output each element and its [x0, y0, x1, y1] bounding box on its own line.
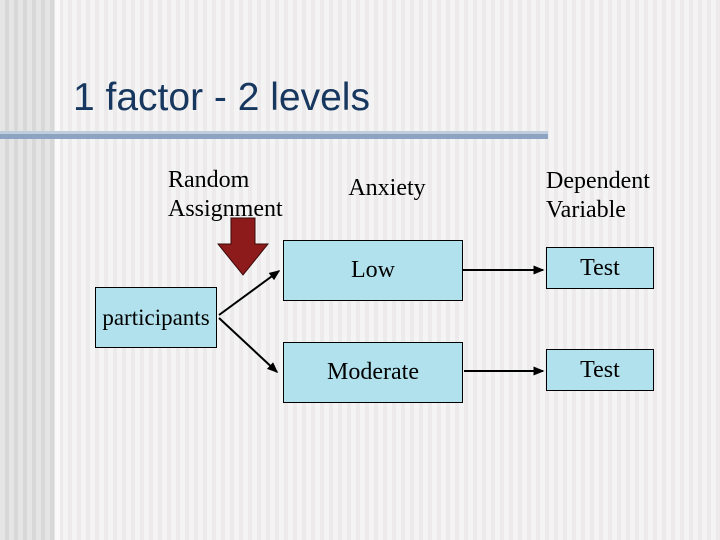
box-test-bottom: Test	[546, 349, 654, 391]
connector-participants-to-low	[218, 270, 281, 316]
label-anxiety: Anxiety	[348, 175, 426, 201]
connector-participants-to-moderate	[218, 317, 279, 374]
left-margin-stripe	[0, 0, 60, 540]
box-test-bottom-label: Test	[580, 356, 620, 383]
page-title: 1 factor - 2 levels	[73, 76, 370, 119]
box-participants-label: participants	[102, 304, 210, 330]
box-test-top-label: Test	[580, 254, 620, 281]
title-underline-rule	[0, 131, 548, 139]
box-moderate-label: Moderate	[327, 359, 419, 385]
box-test-top: Test	[546, 247, 654, 289]
box-low-label: Low	[351, 257, 395, 283]
box-participants: participants	[95, 287, 217, 348]
down-block-arrow-icon	[217, 217, 269, 276]
label-dependent-variable: Dependent Variable	[546, 168, 650, 224]
box-moderate: Moderate	[283, 342, 463, 403]
label-random-assignment: Random Assignment	[168, 167, 283, 223]
box-low: Low	[283, 240, 463, 301]
